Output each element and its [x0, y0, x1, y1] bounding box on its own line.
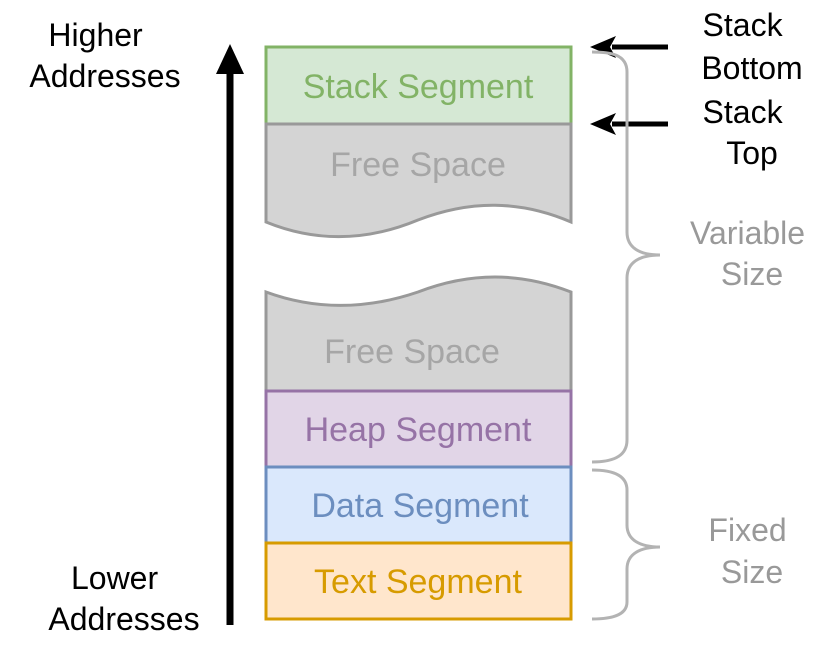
text-segment: [264, 541, 573, 621]
address-axis-arrow: [216, 44, 244, 625]
stack-top-arrow: [590, 113, 668, 135]
higher-addresses-label: Higher Addresses: [29, 17, 180, 94]
stack-bottom-label: Stack Bottom: [701, 7, 802, 86]
stack-top-label: Stack Top: [703, 94, 792, 171]
stack-segment-label: Stack Segment: [303, 68, 534, 106]
stack-bottom-arrow: [590, 36, 668, 58]
data-segment: [264, 465, 573, 545]
text-segment-label: Text Segment: [314, 563, 522, 601]
free-space-bottom-label: Free Space: [324, 333, 500, 371]
heap-segment: [264, 389, 573, 469]
free-space-top-label: Free Space: [330, 146, 506, 184]
lower-addresses-label: Lower Addresses: [48, 560, 199, 637]
free-space-top: [264, 122, 573, 239]
variable-size-brace: [591, 50, 661, 464]
fixed-size-label: Fixed Size: [708, 512, 795, 590]
heap-segment-label: Heap Segment: [305, 411, 532, 449]
variable-size-label: Variable Size: [690, 215, 814, 292]
data-segment-label: Data Segment: [311, 487, 529, 525]
fixed-size-brace: [591, 468, 661, 621]
free-space-bottom: [264, 275, 573, 393]
